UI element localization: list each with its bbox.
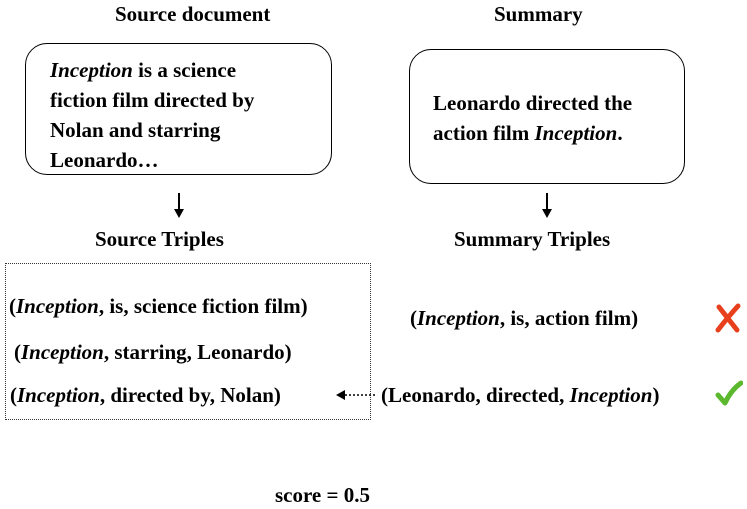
summary-box: Leonardo directed the action film Incept…	[409, 49, 685, 184]
score-label: score = 0.5	[275, 483, 370, 507]
summary-line-2: action film Inception.	[433, 121, 623, 145]
source-document-heading: Source document	[115, 2, 271, 26]
cross-icon	[715, 303, 741, 333]
source-line-1: Inception is a science	[50, 58, 237, 82]
source-down-arrow	[174, 193, 184, 218]
source-triples-heading: Source Triples	[95, 227, 224, 251]
check-icon	[715, 380, 743, 406]
source-triple-1: (Inception, is, science fiction film)	[9, 294, 308, 318]
source-document-box: Inception is a science fiction film dire…	[25, 43, 332, 175]
summary-down-arrow	[542, 193, 552, 218]
source-line-4: Leonardo…	[50, 148, 159, 172]
summary-triple-2: (Leonardo, directed, Inception)	[381, 383, 660, 407]
source-line-3: Nolan and starring	[50, 118, 221, 142]
match-arrow	[336, 390, 377, 400]
summary-triples-heading: Summary Triples	[454, 227, 611, 251]
source-triples-box	[5, 263, 371, 420]
summary-heading: Summary	[494, 2, 583, 26]
source-triple-3: (Inception, directed by, Nolan)	[10, 383, 281, 407]
source-triple-2: (Inception, starring, Leonardo)	[14, 340, 292, 364]
source-line-2: fiction film directed by	[50, 88, 255, 112]
summary-triple-1: (Inception, is, action film)	[410, 306, 639, 330]
summary-line-1: Leonardo directed the	[433, 91, 633, 115]
